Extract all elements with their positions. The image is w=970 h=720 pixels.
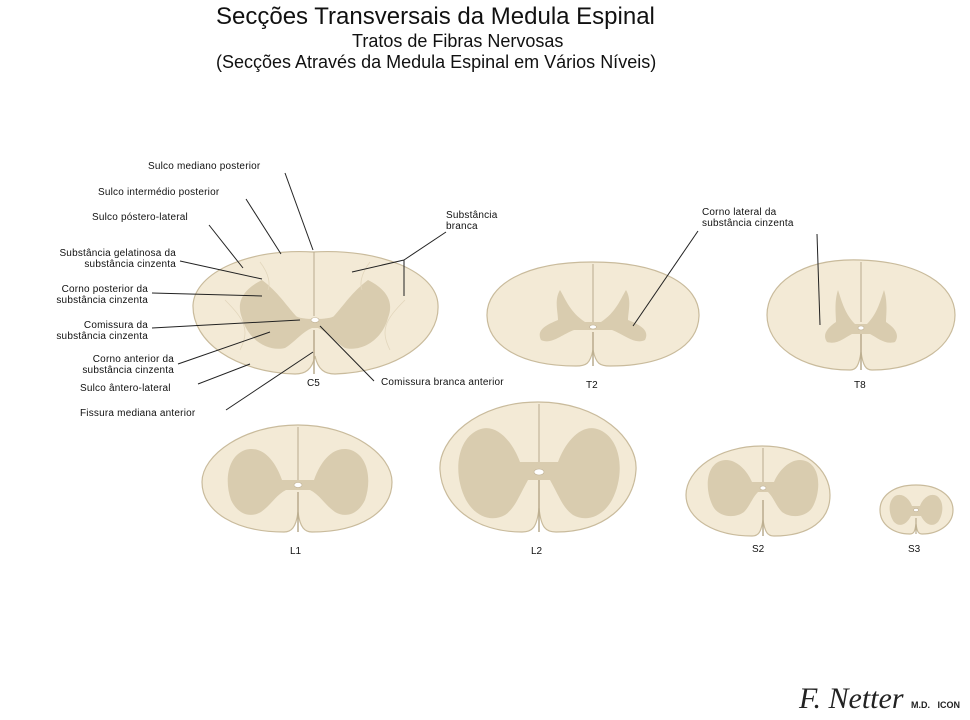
label-substancia-branca-line1: Substância bbox=[446, 210, 497, 221]
label-corno-anterior-line2: substância cinzenta bbox=[40, 365, 174, 376]
label-fissura-mediana-anterior: Fissura mediana anterior bbox=[80, 408, 195, 419]
section-t2 bbox=[487, 262, 699, 366]
label-substancia-branca: Substância branca bbox=[446, 210, 497, 232]
label-substancia-branca-line2: branca bbox=[446, 221, 497, 232]
label-substancia-gelatinosa: Substância gelatinosa da substância cinz… bbox=[24, 248, 176, 270]
level-label-l2: L2 bbox=[531, 546, 542, 557]
label-corno-anterior-line1: Corno anterior da bbox=[40, 354, 174, 365]
section-c5 bbox=[193, 252, 438, 374]
label-substancia-gelatinosa-line2: substância cinzenta bbox=[24, 259, 176, 270]
level-label-t8: T8 bbox=[854, 380, 866, 391]
label-comissura-line2: substância cinzenta bbox=[24, 331, 148, 342]
label-corno-posterior-line2: substância cinzenta bbox=[24, 295, 148, 306]
label-corno-posterior-line1: Corno posterior da bbox=[24, 284, 148, 295]
label-corno-anterior: Corno anterior da substância cinzenta bbox=[40, 354, 174, 376]
label-corno-lateral-line2: substância cinzenta bbox=[702, 218, 794, 229]
label-sulco-mediano-posterior: Sulco mediano posterior bbox=[148, 161, 260, 172]
signature-text: F. Netter bbox=[799, 682, 903, 715]
label-comissura: Comissura da substância cinzenta bbox=[24, 320, 148, 342]
label-corno-lateral-line1: Corno lateral da bbox=[702, 207, 794, 218]
section-s2 bbox=[686, 446, 830, 536]
level-label-s2: S2 bbox=[752, 544, 764, 555]
label-substancia-gelatinosa-line1: Substância gelatinosa da bbox=[24, 248, 176, 259]
label-comissura-line1: Comissura da bbox=[24, 320, 148, 331]
level-label-c5: C5 bbox=[307, 378, 320, 389]
signature-suffix: M.D. bbox=[911, 700, 930, 710]
label-sulco-postero-lateral: Sulco póstero-lateral bbox=[92, 212, 188, 223]
label-sulco-intermedio-posterior: Sulco intermédio posterior bbox=[98, 187, 219, 198]
section-l1 bbox=[202, 425, 392, 532]
level-label-s3: S3 bbox=[908, 544, 920, 555]
label-corno-posterior: Corno posterior da substância cinzenta bbox=[24, 284, 148, 306]
label-corno-lateral: Corno lateral da substância cinzenta bbox=[702, 207, 794, 229]
signature-logo: ICON bbox=[938, 700, 961, 710]
netter-signature: F. Netter M.D. ICON bbox=[799, 682, 960, 716]
label-sulco-antero-lateral: Sulco ântero-lateral bbox=[80, 383, 171, 394]
section-s3 bbox=[880, 485, 953, 534]
section-t8 bbox=[767, 260, 955, 370]
level-label-t2: T2 bbox=[586, 380, 598, 391]
section-l2 bbox=[440, 402, 636, 532]
label-comissura-branca-anterior: Comissura branca anterior bbox=[381, 377, 504, 388]
level-label-l1: L1 bbox=[290, 546, 301, 557]
